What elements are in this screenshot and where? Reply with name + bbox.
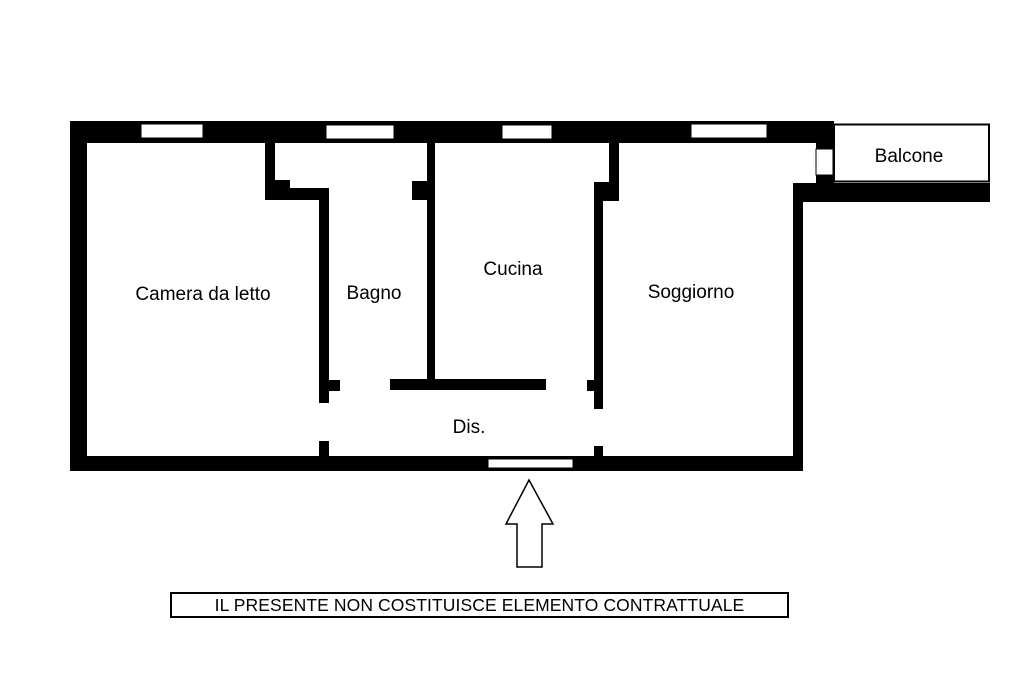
label-disimpegno: Dis. [453, 417, 486, 438]
wall-right [793, 183, 803, 471]
up-arrow-icon [504, 478, 555, 568]
wall-top [70, 121, 834, 143]
label-soggiorno: Soggiorno [648, 282, 735, 303]
wall-cucina-soggiorno-upper [609, 143, 619, 201]
wall-right-step [793, 183, 990, 202]
wall-camera-bagno-upper [265, 143, 275, 200]
label-bagno: Bagno [347, 283, 402, 304]
window-cucina [501, 124, 553, 140]
wall-bottom [70, 456, 800, 471]
wall-soggiorno-lower-stub [594, 446, 603, 458]
wall-camera-lower-stub [319, 441, 329, 458]
wall-corridor [390, 379, 546, 390]
wall-left [70, 121, 87, 471]
balcony-door [815, 148, 834, 176]
entrance-door [487, 458, 574, 469]
window-soggiorno [690, 123, 768, 139]
window-bagno [325, 124, 395, 140]
window-camera [140, 123, 204, 139]
interior-walls [265, 143, 619, 458]
wall-camera-bagno [319, 188, 329, 403]
disclaimer-note: IL PRESENTE NON COSTITUISCE ELEMENTO CON… [170, 592, 789, 618]
wall-bagno-cucina-stub [412, 181, 427, 200]
wall-camera-bagno-nib [275, 180, 290, 190]
wall-bagno-cucina [427, 143, 435, 383]
label-camera-da-letto: Camera da letto [135, 284, 270, 305]
wall-bagno-door-stub [329, 380, 340, 391]
label-balcone: Balcone [875, 146, 944, 167]
label-cucina: Cucina [483, 259, 543, 280]
balcony-outline [833, 123, 990, 183]
outer-walls [70, 121, 990, 471]
wall-soggiorno-door-stub [587, 380, 595, 391]
wall-camera-bagno-step [265, 188, 329, 200]
wall-cucina-soggiorno [594, 182, 603, 409]
